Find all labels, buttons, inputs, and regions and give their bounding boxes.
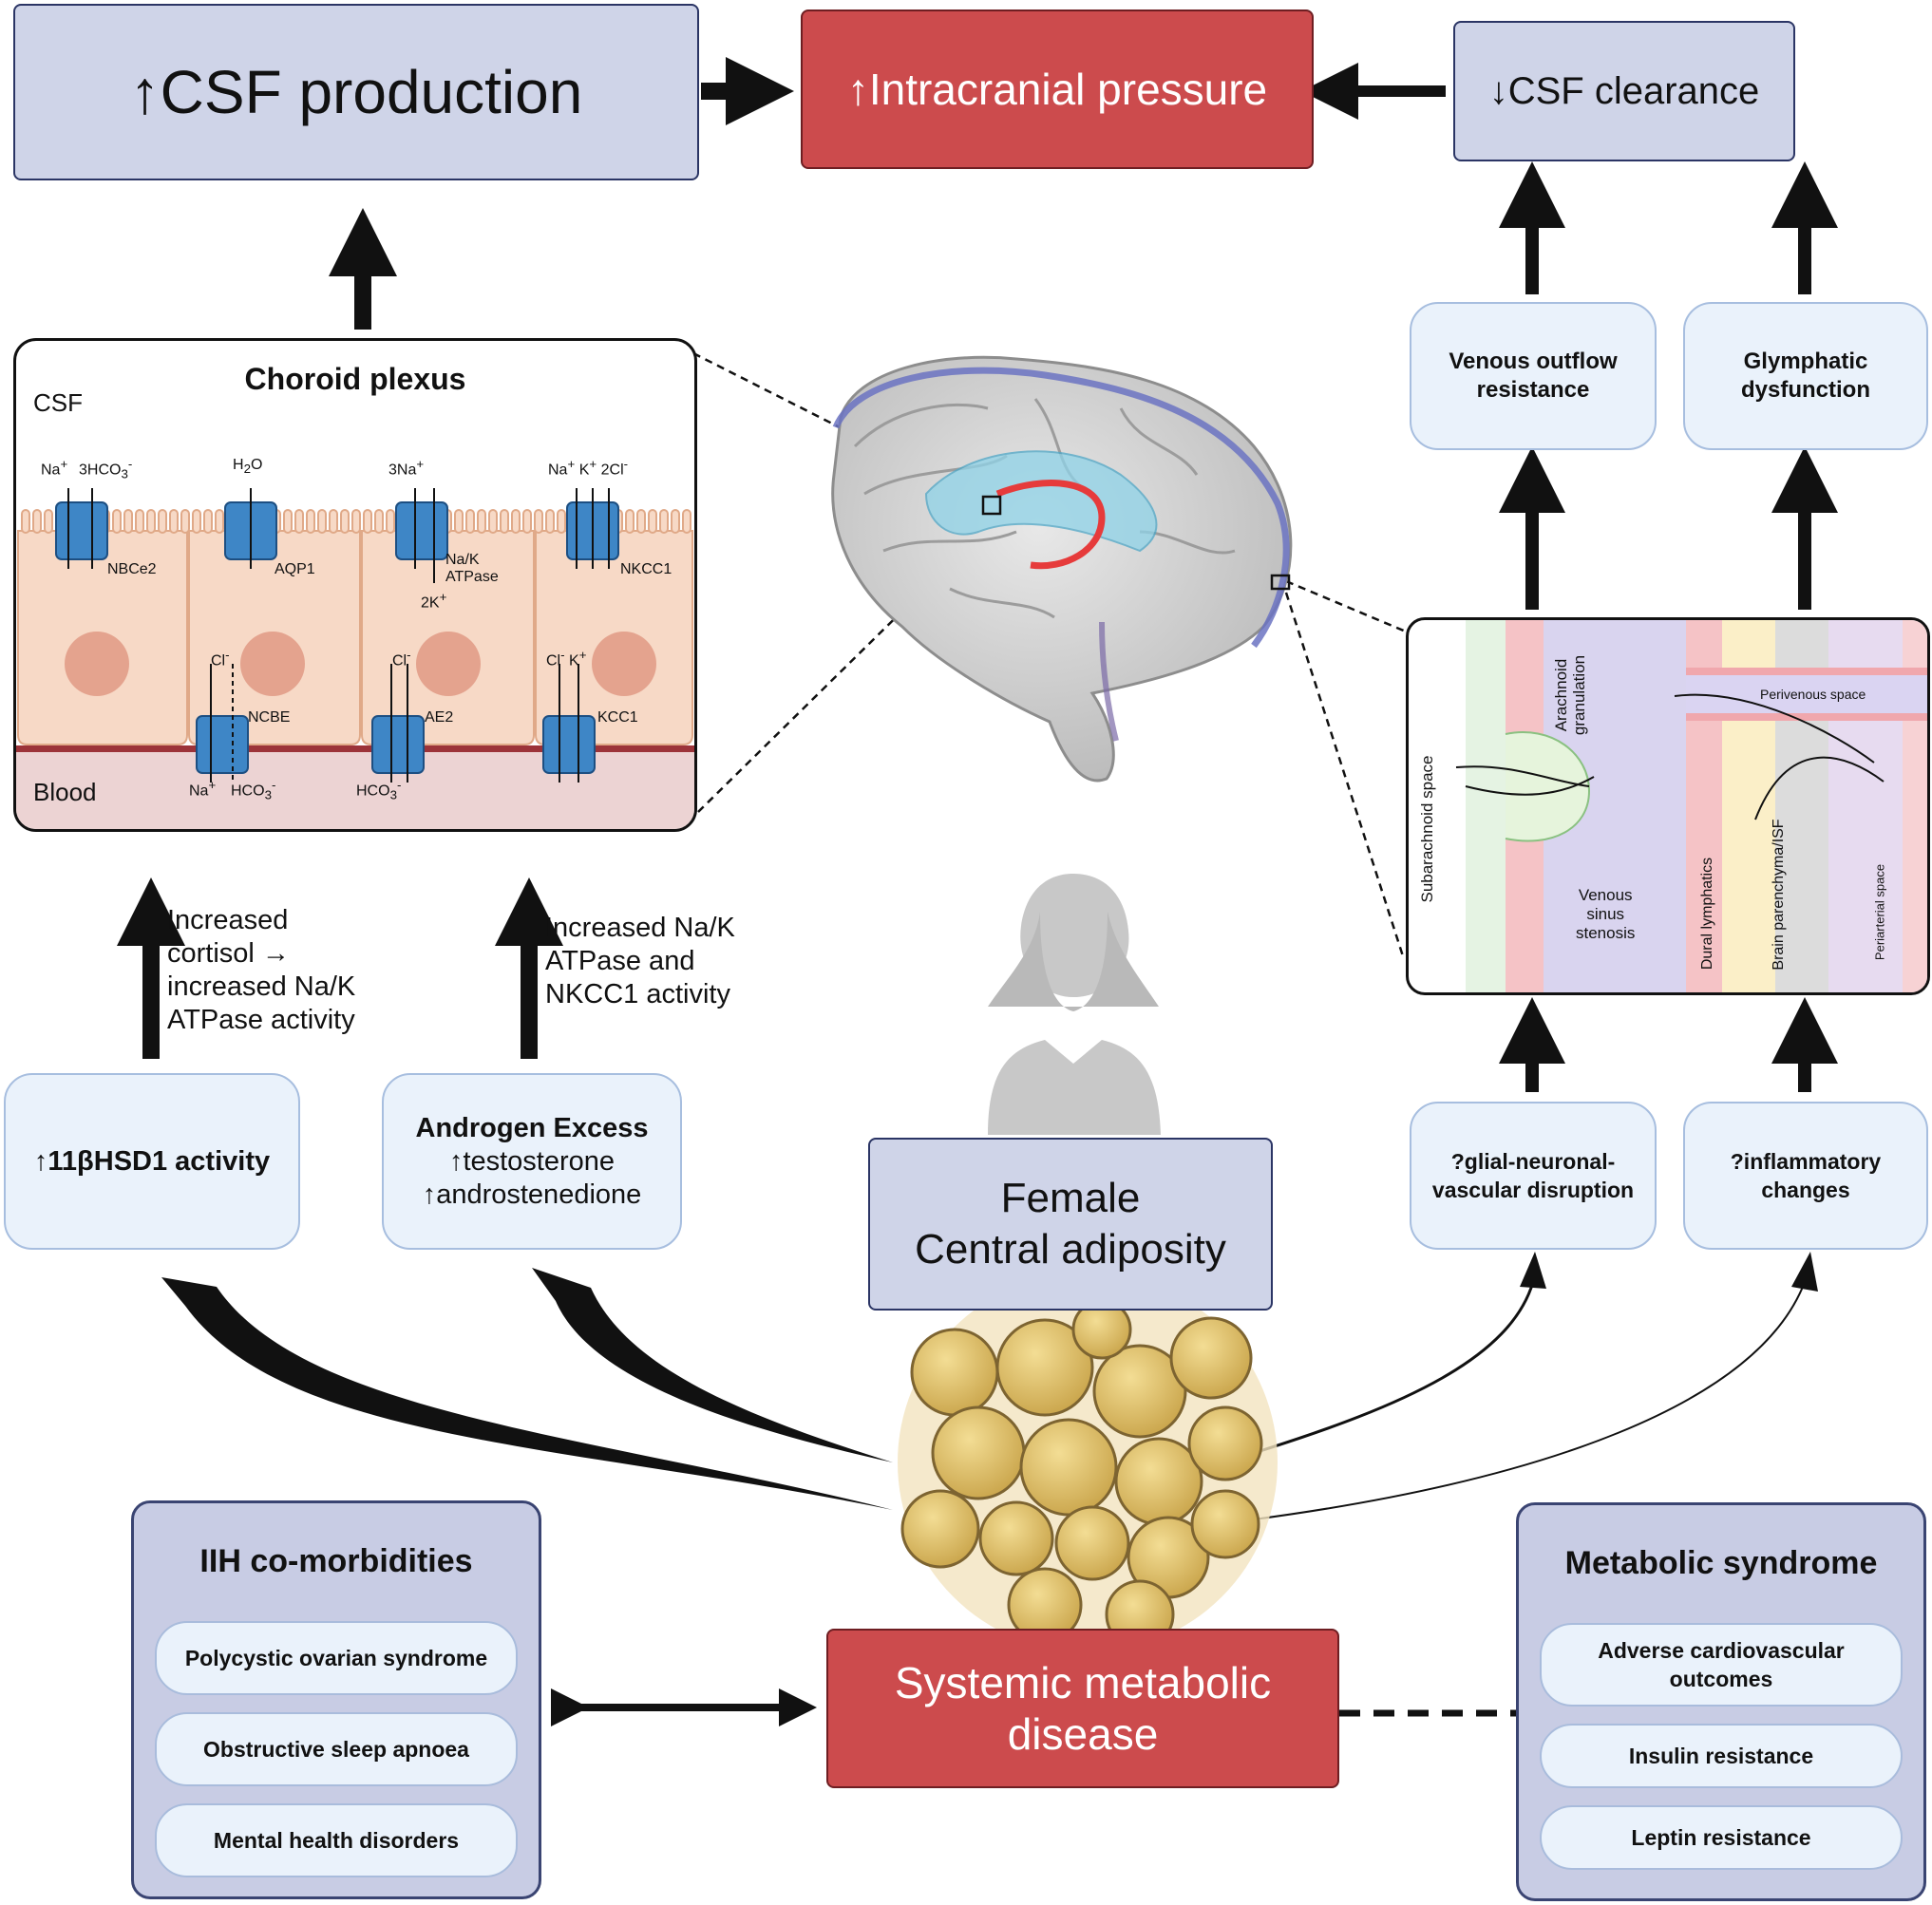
curve-head-inflam [1791, 1252, 1818, 1292]
label-ncbe: NCBE [248, 709, 291, 726]
adipose-tissue [898, 1273, 1278, 1652]
label-hco3-ae2: HCO3- [356, 778, 402, 802]
comorbidities-panel: IIH co-morbidities Polycystic ovarian sy… [131, 1500, 541, 1899]
label-nkcc1: NKCC1 [620, 561, 672, 577]
venous-outflow-line1: Venous outflow [1449, 349, 1618, 374]
glial-line1: ?glial-neuronal- [1450, 1149, 1616, 1174]
female-adiposity-box: Female Central adiposity [868, 1138, 1273, 1311]
csf-production-box: ↑CSF production [13, 4, 699, 180]
curve-to-glial [1253, 1281, 1535, 1455]
testosterone-label: ↑testosterone [448, 1145, 616, 1177]
cortisol-note: Increased cortisol → increased Na/K ATPa… [167, 905, 356, 1035]
inset-art [1455, 620, 1927, 992]
metabolic-insulin: Insulin resistance [1540, 1724, 1903, 1788]
intracranial-pressure-label: ↑Intracranial pressure [846, 65, 1268, 114]
label-na-top: Na+ [41, 457, 68, 479]
glymphatic-line1: Glymphatic [1743, 349, 1868, 374]
female-silhouette [988, 874, 1161, 1135]
androgen-box: Androgen Excess ↑testosterone ↑androsten… [382, 1073, 682, 1250]
label-3na: 3Na+ [388, 457, 425, 479]
systemic-line1: Systemic metabolic [894, 1658, 1272, 1707]
comorbidity-mental-health: Mental health disorders [155, 1803, 518, 1877]
female-label: Female [1000, 1175, 1141, 1221]
intracranial-pressure-box: ↑Intracranial pressure [801, 9, 1314, 169]
curve-to-hsd1 [161, 1277, 893, 1510]
inset-dural: Dural lymphatics [1699, 857, 1715, 971]
glial-box: ?glial-neuronal- vascular disruption [1410, 1102, 1657, 1250]
central-adiposity-label: Central adiposity [915, 1226, 1226, 1273]
venous-outflow-line2: resistance [1476, 377, 1590, 403]
label-2k: 2K+ [421, 590, 447, 612]
comorbidity-pcos: Polycystic ovarian syndrome [155, 1621, 518, 1695]
choroid-art [16, 488, 694, 829]
label-cl-ncbe: Cl- [211, 648, 230, 670]
hsd1-box: ↑11βHSD1 activity [4, 1073, 300, 1250]
label-hco3-bottom: HCO3- [231, 778, 276, 802]
glymphatic-line2: dysfunction [1741, 377, 1870, 403]
inset-periarterial: Periarterial space [1872, 863, 1887, 961]
curve-to-inflam [1253, 1281, 1806, 1520]
metabolic-cardiovascular: Adverse cardiovascular outcomes [1540, 1623, 1903, 1707]
metabolic-title: Metabolic syndrome [1564, 1545, 1878, 1581]
metabolic-leptin: Leptin resistance [1540, 1805, 1903, 1870]
comorbidity-osa: Obstructive sleep apnoea [155, 1712, 518, 1786]
label-na-k-2cl: Na+ K+ 2Cl- [548, 457, 629, 479]
csf-clearance-label: ↓CSF clearance [1488, 69, 1760, 112]
inflammatory-line2: changes [1761, 1178, 1850, 1202]
label-3hco3: 3HCO3- [79, 457, 133, 481]
label-h2o: H2O [233, 457, 263, 477]
label-nbce2: NBCe2 [107, 561, 157, 577]
curve-head-glial [1520, 1252, 1546, 1289]
inflammatory-line1: ?inflammatory [1730, 1149, 1882, 1174]
choroid-plexus-panel: Choroid plexus CSF Blood Na+ 3HCO3- H2O … [13, 338, 697, 832]
csf-production-label: ↑CSF production [129, 58, 583, 126]
comorbidities-title: IIH co-morbidities [199, 1543, 473, 1579]
choroid-title: Choroid plexus [244, 362, 466, 396]
glial-line2: vascular disruption [1431, 1178, 1635, 1202]
inset-perivenous: Perivenous space [1760, 687, 1866, 702]
inset-brain: Brain parenchyma/ISF [1771, 819, 1787, 971]
hsd1-label: ↑11βHSD1 activity [33, 1145, 271, 1177]
label-cl-ae2: Cl- [392, 648, 411, 670]
nak-note: Increased Na/K ATPase and NKCC1 activity [545, 913, 735, 1009]
androstenedione-label: ↑androstenedione [422, 1179, 642, 1210]
label-kcc1: KCC1 [597, 709, 638, 726]
label-aqp1: AQP1 [275, 561, 315, 577]
systemic-line2: disease [1007, 1709, 1159, 1759]
venous-outflow-box: Venous outflow resistance [1410, 302, 1657, 450]
glymphatic-box: Glymphatic dysfunction [1683, 302, 1928, 450]
csf-clearance-box: ↓CSF clearance [1453, 21, 1795, 161]
label-na-bottom: Na+ [189, 778, 217, 800]
choroid-blood-label: Blood [33, 778, 97, 806]
curve-to-androgen [532, 1268, 893, 1462]
metabolic-panel: Metabolic syndrome Adverse cardiovascula… [1516, 1502, 1926, 1901]
label-ae2: AE2 [425, 709, 454, 726]
systemic-disease-box: Systemic metabolic disease [826, 1629, 1339, 1788]
inflammatory-box: ?inflammatory changes [1683, 1102, 1928, 1250]
choroid-csf-label: CSF [33, 388, 83, 417]
androgen-title: Androgen Excess [415, 1112, 649, 1143]
inset-subarachnoid: Subarachnoid space [1418, 755, 1436, 903]
brain-illustration [831, 355, 1293, 783]
label-cl-k: Cl- K+ [546, 648, 587, 670]
